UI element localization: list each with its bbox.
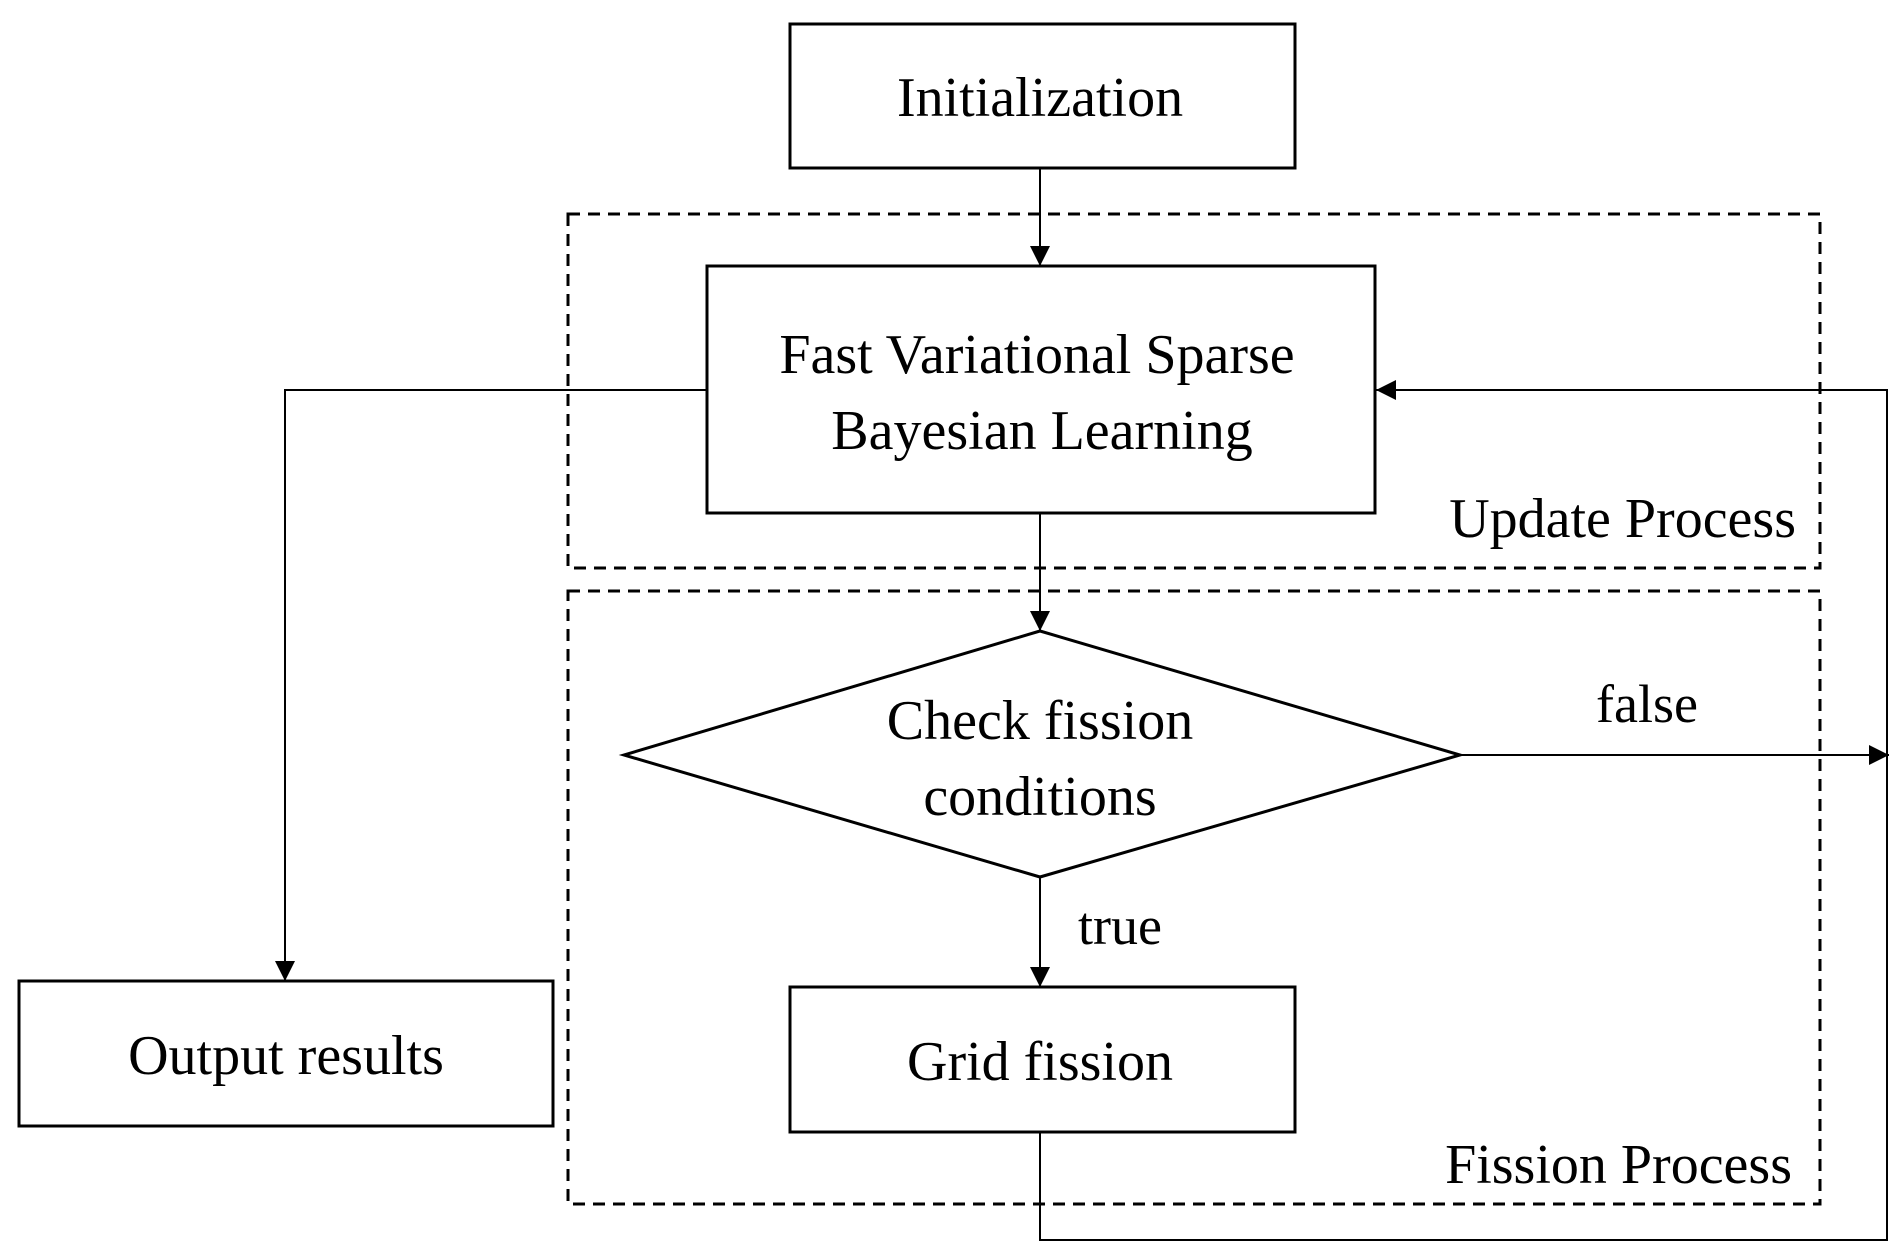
output-results-label: Output results [128, 1025, 444, 1087]
check-fission-label-line1: Check fission [887, 690, 1193, 752]
initialization-label: Initialization [897, 67, 1183, 129]
initialization-node [788, 22, 1297, 170]
fission-process-group [566, 589, 1822, 1206]
check-fission-node [618, 629, 1466, 879]
fvsbl-label-line2: Bayesian Learning [831, 400, 1252, 462]
fvsbl-node [705, 264, 1377, 515]
fission-process-label: Fission Process [1445, 1134, 1792, 1196]
edge-fvsbl-to-output [275, 389, 707, 981]
edge-grid-loop-to-fvsbl [1039, 380, 1888, 1241]
grid-fission-node [788, 985, 1297, 1134]
check-fission-label-line2: conditions [923, 766, 1156, 828]
update-process-label: Update Process [1449, 488, 1796, 550]
output-results-node [17, 979, 555, 1128]
false-label: false [1596, 674, 1698, 734]
true-label: true [1078, 896, 1162, 956]
fvsbl-label-line1: Fast Variational Sparse [779, 324, 1294, 386]
grid-fission-label: Grid fission [907, 1031, 1173, 1093]
